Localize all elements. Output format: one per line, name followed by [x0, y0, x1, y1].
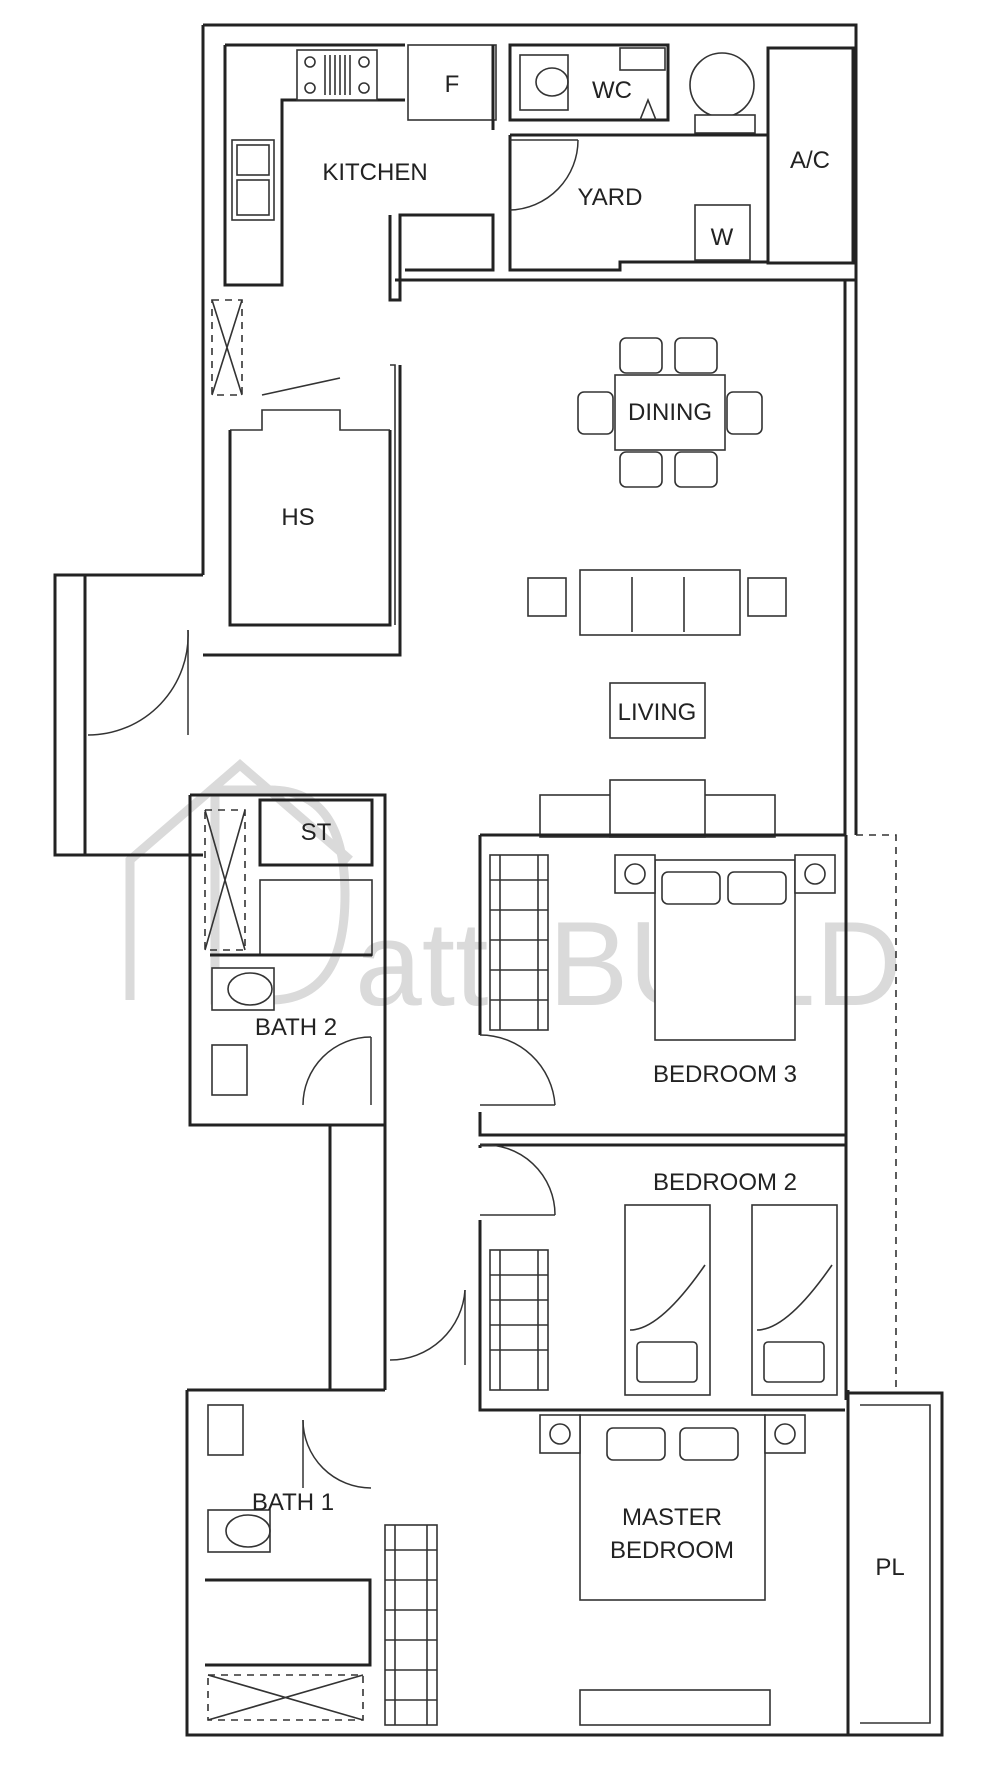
fridge-icon — [407, 44, 497, 121]
living-label: LIVING — [618, 699, 697, 726]
door-swing-icon — [302, 1036, 372, 1106]
master-bedroom-label-2: BEDROOM — [610, 1537, 734, 1564]
chair-icon — [674, 337, 718, 374]
yard-label: YARD — [578, 184, 643, 211]
door-swing-icon — [479, 1144, 556, 1216]
wardrobe-icon — [384, 1524, 438, 1726]
bedside-table-icon — [614, 854, 656, 894]
toilet-icon — [211, 967, 275, 1011]
bedside-table-icon — [794, 854, 836, 894]
wardrobe-icon — [489, 854, 549, 1031]
dining-label: DINING — [628, 399, 712, 426]
door-swing-icon — [509, 139, 579, 211]
kitchen-label: KITCHEN — [322, 159, 427, 186]
wc-label: WC — [592, 77, 632, 104]
sofa-icon — [579, 569, 741, 636]
wardrobe-icon — [489, 1249, 549, 1391]
chair-icon — [619, 451, 663, 488]
sink-icon — [207, 1404, 244, 1456]
wc-yard: WC A/C W YARD — [508, 43, 855, 272]
store-bath2: ST BATH 2 — [204, 798, 374, 1106]
kitchen: F KITCHEN — [223, 43, 497, 302]
stove-icon — [296, 49, 378, 101]
living: LIVING — [527, 569, 787, 838]
balcony-outline — [856, 834, 897, 1393]
outer-walls — [53, 23, 944, 1737]
side-table-icon — [527, 577, 567, 617]
watermark: atti.BUILD — [125, 759, 902, 1031]
wc-sink-icon — [619, 47, 666, 71]
chair-icon — [577, 391, 614, 435]
bedroom-3: BEDROOM 3 — [478, 833, 845, 1137]
aircon-label: A/C — [790, 147, 830, 174]
bedroom3-label: BEDROOM 3 — [653, 1061, 797, 1088]
dresser-icon — [579, 1689, 771, 1726]
watermark-d-icon — [210, 785, 350, 1005]
living-label-box — [609, 682, 706, 739]
bedside-table-icon — [764, 1414, 806, 1454]
door-swing-icon — [479, 1034, 556, 1106]
bedroom-2: BEDROOM 2 — [389, 1143, 845, 1412]
bath-1: BATH 1 — [205, 1404, 372, 1721]
entrance-door-swing-icon — [87, 629, 189, 736]
household-shelter: HS — [87, 299, 396, 736]
hs-label: HS — [281, 504, 314, 531]
dining-table-icon — [614, 374, 726, 451]
bath1-label: BATH 1 — [252, 1489, 334, 1516]
dining: DINING — [577, 337, 763, 488]
washer-icon — [694, 204, 751, 261]
chair-icon — [726, 391, 763, 435]
store-label: ST — [301, 819, 332, 846]
side-table-icon — [747, 577, 787, 617]
bath2-label: BATH 2 — [255, 1014, 337, 1041]
door-swing-icon — [389, 1289, 466, 1361]
watermark-house-icon — [125, 759, 353, 1000]
washer-label: W — [711, 224, 734, 251]
chair-icon — [674, 451, 718, 488]
water-heater-icon — [689, 52, 755, 118]
fridge-label: F — [445, 71, 460, 98]
bedroom2-label: BEDROOM 2 — [653, 1169, 797, 1196]
toilet-icon — [519, 54, 569, 111]
door-swing-icon — [302, 1419, 372, 1489]
watermark-text: atti.BUILD — [355, 897, 902, 1031]
sink-icon — [211, 1044, 248, 1096]
planter-label: PL — [875, 1554, 904, 1581]
bedside-table-icon — [539, 1414, 581, 1454]
master-bedroom-label-1: MASTER — [622, 1504, 722, 1531]
master-bedroom: MASTER BEDROOM — [384, 1414, 806, 1726]
chair-icon — [619, 337, 663, 374]
